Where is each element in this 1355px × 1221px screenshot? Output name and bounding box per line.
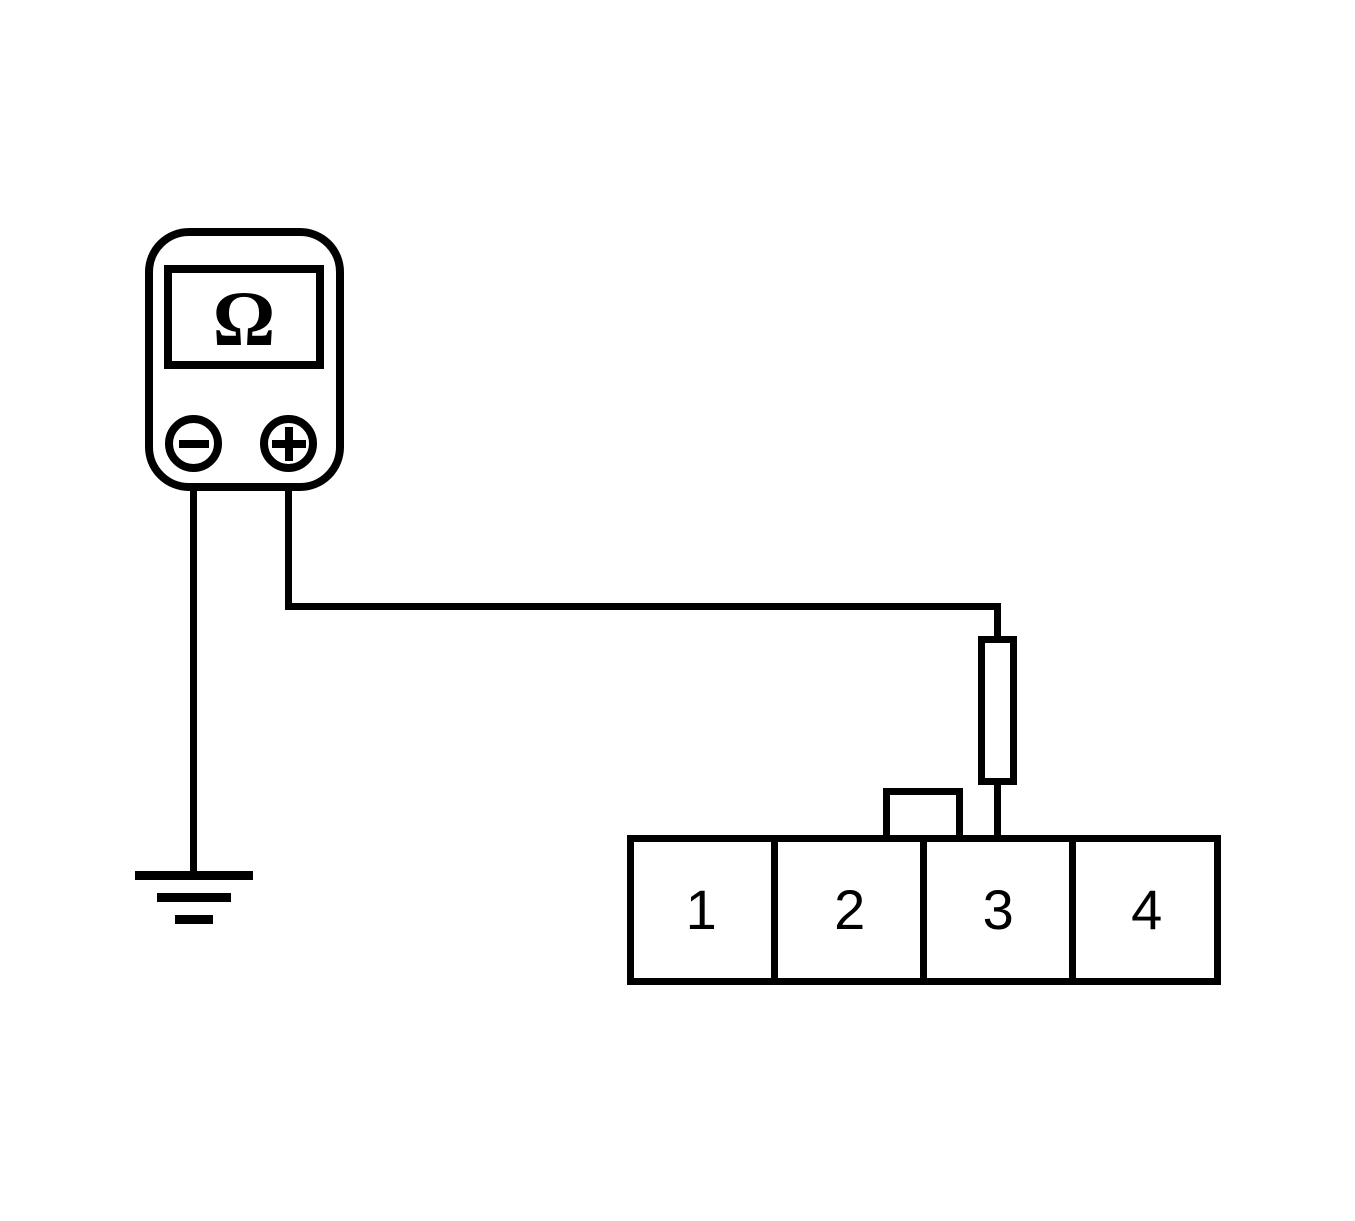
- probe-to-connector-wire: [994, 780, 1001, 840]
- ohm-symbol: Ω: [212, 275, 276, 362]
- pin-label-1: 1: [685, 878, 717, 941]
- connector-pin-2: 2: [776, 835, 925, 985]
- connector-divider-2: [920, 835, 927, 985]
- probe-terminal-box: [978, 636, 1017, 785]
- pin-label-4: 4: [1131, 878, 1163, 941]
- connector-pin-4: 4: [1073, 835, 1222, 985]
- pin-label-3: 3: [982, 878, 1014, 941]
- connector-pin-3: 3: [924, 835, 1073, 985]
- positive-lead-wire-vertical: [285, 488, 292, 610]
- connector-divider-1: [771, 835, 778, 985]
- pin-label-2: 2: [834, 878, 866, 941]
- minus-icon: [178, 439, 209, 448]
- plus-icon: [271, 426, 306, 461]
- negative-lead-wire: [190, 488, 197, 875]
- connector-divider-3: [1069, 835, 1076, 985]
- connector-key-tab: [883, 788, 963, 842]
- ground-bar-bottom: [175, 915, 213, 924]
- ground-bar-top: [135, 871, 253, 880]
- positive-terminal: [260, 415, 317, 472]
- ground-bar-middle: [157, 893, 231, 902]
- negative-terminal: [165, 415, 222, 472]
- multimeter-display: Ω: [164, 265, 324, 369]
- connector-pin-1: 1: [627, 835, 776, 985]
- positive-lead-wire-drop: [994, 603, 1001, 643]
- connector-pin-row: 1 2 3 4: [627, 835, 1221, 985]
- positive-lead-wire-horizontal: [285, 603, 1001, 610]
